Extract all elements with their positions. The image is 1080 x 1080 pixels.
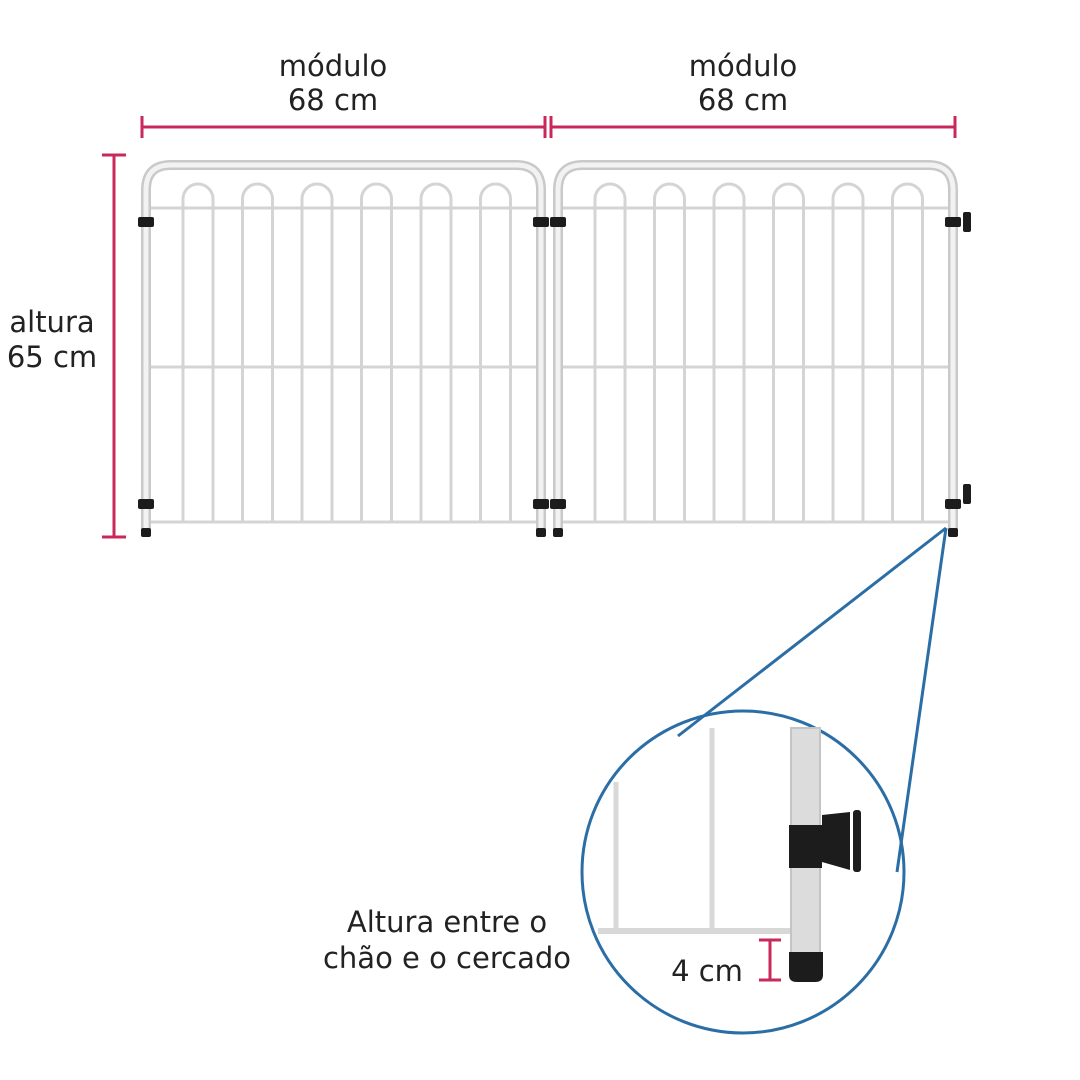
module-right-value: 68 cm (698, 83, 788, 117)
magnifier-circle (580, 709, 906, 1035)
clip-icon (789, 812, 850, 870)
clip-icon (945, 499, 961, 509)
magnified-fence-detail (598, 727, 861, 982)
foot-cap-icon (141, 528, 151, 537)
clip-tab-icon (963, 212, 971, 232)
module-right-dimension-line (549, 116, 957, 138)
fence-wires (146, 182, 541, 524)
clip-icon (550, 499, 566, 509)
module-left-label: módulo (279, 49, 388, 83)
clip-tab-icon (963, 484, 971, 504)
fence-panels (138, 160, 971, 537)
module-left-dimension-line (140, 116, 547, 138)
clip-icon (550, 217, 566, 227)
module-left-value: 68 cm (288, 83, 378, 117)
foot-cap-icon (948, 528, 958, 537)
foot-cap-icon (789, 952, 823, 982)
ground-gap-label-line1: Altura entre o (347, 905, 547, 939)
clip-icon (138, 217, 154, 227)
clip-icon (533, 217, 549, 227)
height-dimension-line (102, 153, 126, 539)
ground-gap-dimension-line (759, 938, 781, 982)
ground-gap-value: 4 cm (671, 954, 743, 988)
fence-wires (558, 182, 953, 524)
height-label: altura (9, 305, 94, 339)
fence-panel-left (138, 160, 549, 537)
magnifier-pointer-lines (677, 526, 948, 873)
magnifier (580, 526, 948, 1035)
fence-panel-right (550, 160, 961, 537)
module-right-label: módulo (689, 49, 798, 83)
clip-icon (945, 217, 961, 227)
foot-cap-icon (536, 528, 546, 537)
height-value: 65 cm (7, 340, 97, 374)
foot-cap-icon (553, 528, 563, 537)
clip-icon (138, 499, 154, 509)
clip-icon (533, 499, 549, 509)
ground-gap-label-line2: chão e o cercado (323, 941, 571, 975)
